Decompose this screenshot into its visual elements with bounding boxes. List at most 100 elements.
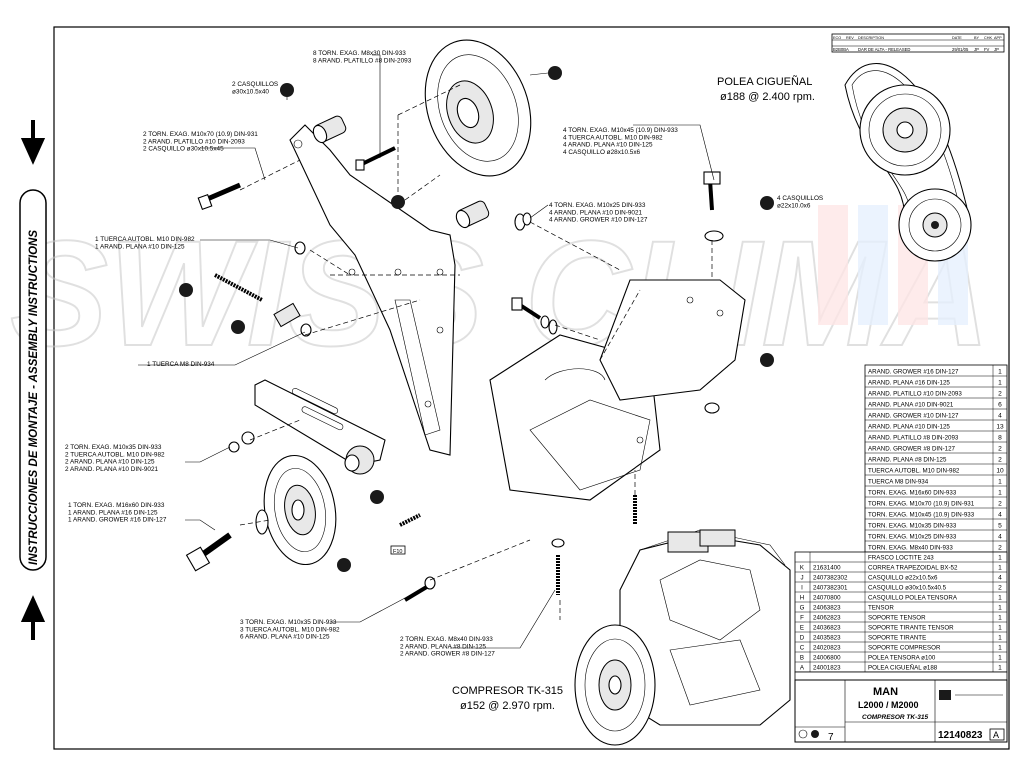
item-balloons bbox=[179, 66, 774, 572]
side-label: INSTRUCCIONES DE MONTAJE - ASSEMBLY INST… bbox=[19, 120, 47, 640]
hardware-item: TUERCA M8 DIN-934 bbox=[868, 479, 929, 486]
callout-line: 8 TORN. EXAG. M8x30 DIN-933 bbox=[313, 50, 406, 57]
part-number: 24001823 bbox=[813, 665, 841, 672]
callout-line: 1 TUERCA M8 DIN-934 bbox=[147, 361, 215, 368]
part-number: 24063823 bbox=[813, 605, 841, 612]
callout-line: 1 TORN. EXAG. M16x60 DIN-933 bbox=[68, 502, 165, 509]
hardware-item: TORN. EXAG. M16x60 DIN-933 bbox=[868, 490, 957, 497]
callout-line: 4 ARAND. PLANA #10 DIN-125 bbox=[563, 142, 653, 149]
part-number: 24035823 bbox=[813, 635, 841, 642]
callout-line: 1 TUERCA AUTOBL. M10 DIN-982 bbox=[95, 236, 195, 243]
part-letter: B bbox=[800, 655, 804, 662]
watermark: SWISS CLIMA bbox=[9, 205, 991, 378]
part-description: POLEA CIGUEÑAL ø188 bbox=[868, 665, 938, 672]
revision-header-cell: DESCRIPTION bbox=[858, 36, 884, 40]
hardware-item: ARAND. GROWER #10 DIN-127 bbox=[868, 413, 959, 420]
watermark-text: SWISS CLIMA bbox=[10, 209, 990, 377]
tensioner-pulley bbox=[185, 454, 337, 572]
drawing-frame bbox=[53, 26, 1010, 750]
hardware-list-table: ARAND. GROWER #16 DIN-127 1 ARAND. PLANA #… bbox=[864, 364, 1008, 564]
part-qty: 1 bbox=[998, 625, 1002, 632]
hardware-item: ARAND. GROWER #16 DIN-127 bbox=[868, 369, 959, 376]
part-letter: D bbox=[800, 635, 805, 642]
part-qty: 1 bbox=[998, 615, 1002, 622]
part-number: 24020823 bbox=[813, 645, 841, 652]
title-block: MAN L2000 / M2000 COMPRESOR TK-315 7 121… bbox=[794, 679, 1008, 743]
callout-line: 2 TORN. EXAG. M10x35 DIN-933 bbox=[65, 444, 162, 451]
callout-line: 2 ARAND. PLANA #8 DIN-125 bbox=[400, 643, 486, 650]
callout-line: 4 TUERCA AUTOBL. M10 DIN-982 bbox=[563, 134, 663, 141]
callout-line: 4 ARAND. PLANA #10 DIN-9021 bbox=[549, 209, 643, 216]
callout-line: 2 ARAND. PLANA #10 DIN-9021 bbox=[65, 466, 159, 473]
hardware-qty: 1 bbox=[998, 479, 1002, 486]
hardware-item: TORN. EXAG. M10x45 (10.9) DIN-933 bbox=[868, 512, 975, 519]
title-revision: A bbox=[993, 730, 999, 740]
revision-header-cell: ECO bbox=[833, 36, 841, 40]
title-sheet-number: 7 bbox=[828, 732, 834, 743]
callout-line: 4 TORN. EXAG. M10x45 (10.9) DIN-933 bbox=[563, 127, 678, 134]
hardware-item: TORN. EXAG. M8x40 DIN-933 bbox=[868, 545, 953, 552]
hardware-qty: 2 bbox=[998, 457, 1002, 464]
hardware-item: ARAND. PLANA #10 DIN-125 bbox=[868, 424, 950, 431]
hardware-qty: 2 bbox=[998, 446, 1002, 453]
part-letter: I bbox=[801, 585, 803, 592]
side-label-text: INSTRUCCIONES DE MONTAJE - ASSEMBLY INST… bbox=[28, 230, 40, 565]
hardware-qty: 2 bbox=[998, 545, 1002, 552]
crank-pulley-spec: ø188 @ 2.400 rpm. bbox=[720, 91, 815, 103]
crank-pulley-title: POLEA CIGUEÑAL bbox=[717, 75, 812, 88]
part-letter: C bbox=[800, 645, 805, 652]
hardware-item: ARAND. PLATILLO #10 DIN-2093 bbox=[868, 391, 962, 398]
part-description: SOPORTE TIRANTE bbox=[868, 635, 926, 642]
part-letter: J bbox=[800, 575, 803, 582]
callout-c8: 1 TUERCA M8 DIN-934 bbox=[147, 361, 215, 368]
hardware-qty: 4 bbox=[998, 413, 1002, 420]
hardware-item: TORN. EXAG. M10x70 (10.9) DIN-931 bbox=[868, 501, 975, 508]
hardware-item: ARAND. PLANA #10 DIN-9021 bbox=[868, 402, 954, 409]
hardware-item: TUERCA AUTOBL. M10 DIN-982 bbox=[868, 468, 960, 475]
revision-row-cell: A bbox=[846, 47, 849, 52]
callout-line: 2 TORN. EXAG. M8x40 DIN-933 bbox=[400, 636, 493, 643]
callout-line: 8 ARAND. PLATILLO #8 DIN-2093 bbox=[313, 57, 412, 64]
hardware-qty: 8 bbox=[998, 435, 1002, 442]
part-qty: 1 bbox=[998, 555, 1002, 562]
tensioner-arm bbox=[254, 379, 386, 475]
hardware-qty: 13 bbox=[996, 424, 1004, 431]
revision-row-cell: FV bbox=[984, 47, 990, 52]
part-number: 2407382301 bbox=[813, 585, 848, 592]
hardware-qty: 6 bbox=[998, 402, 1002, 409]
part-letter: E bbox=[800, 625, 804, 632]
callout-line: 2 TUERCA AUTOBL. M10 DIN-982 bbox=[65, 451, 165, 458]
part-description: SOPORTE COMPRESOR bbox=[868, 645, 941, 652]
title-drawing-number: 12140823 bbox=[938, 730, 983, 741]
callout-line: 2 ARAND. GROWER #8 DIN-127 bbox=[400, 651, 495, 658]
hardware-qty: 1 bbox=[998, 490, 1002, 497]
callout-line: ø22x10.0x6 bbox=[777, 202, 811, 209]
part-qty: 1 bbox=[998, 645, 1002, 652]
callout-line: 4 ARAND. GROWER #10 DIN-127 bbox=[549, 217, 648, 224]
part-qty: 1 bbox=[998, 655, 1002, 662]
part-number: 24062823 bbox=[813, 615, 841, 622]
callout-line: 3 TUERCA AUTOBL. M10 DIN-982 bbox=[240, 626, 340, 633]
hardware-qty: 4 bbox=[998, 512, 1002, 519]
leader-lines: F10 bbox=[138, 54, 715, 649]
title-compressor: COMPRESOR TK-315 bbox=[862, 714, 928, 721]
hardware-tag: F10 bbox=[393, 549, 402, 555]
revision-header-cell: CHK bbox=[984, 36, 992, 40]
part-number: 24036823 bbox=[813, 625, 841, 632]
part-description: FRASCO LOCTITE 243 bbox=[868, 555, 934, 562]
revision-header-cell: BY bbox=[974, 36, 980, 40]
part-letter: H bbox=[800, 595, 804, 602]
part-qty: 1 bbox=[998, 605, 1002, 612]
